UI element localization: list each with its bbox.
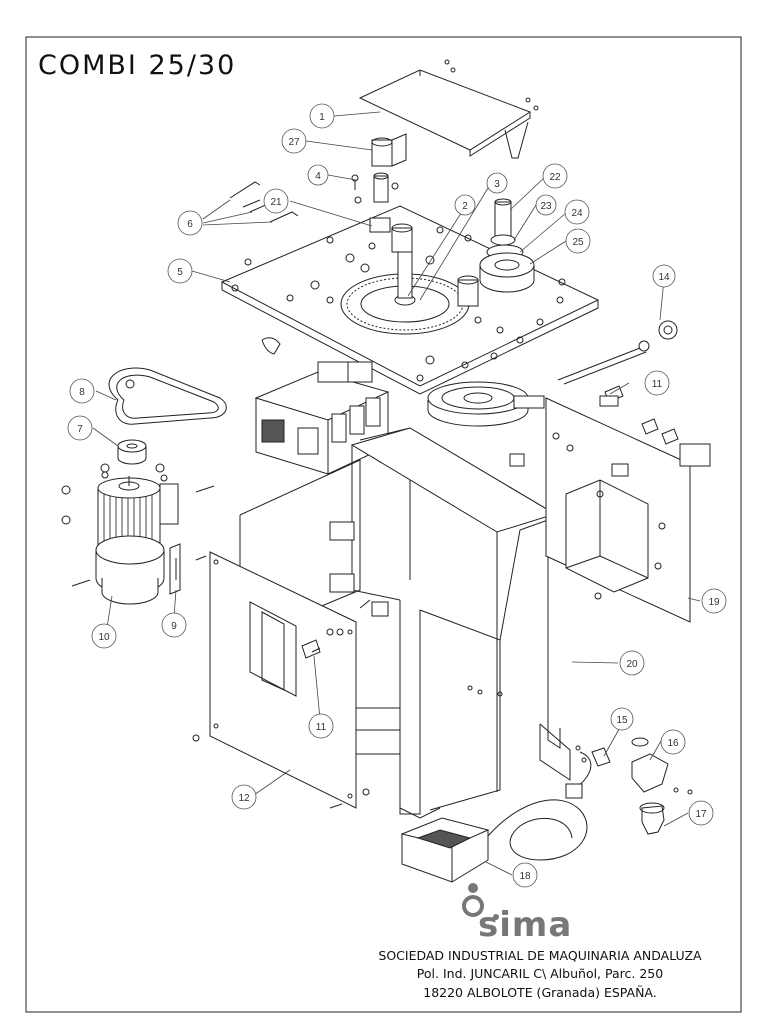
top-cover xyxy=(358,59,539,159)
part-label: 22 xyxy=(549,172,561,183)
switch-11-rear xyxy=(599,395,619,407)
pins-4 xyxy=(351,172,399,204)
callout-labels: 1 27 4 6 21 3 2 22 23 24 25 5 14 8 7 11 … xyxy=(77,112,720,882)
part-label: 17 xyxy=(695,809,707,820)
company-name: SOCIEDAD INDUSTRIAL DE MAQUINARIA ANDALU… xyxy=(378,948,702,963)
shaft-sleeves xyxy=(369,217,479,307)
part-label: 21 xyxy=(270,197,282,208)
callout-circles xyxy=(67,103,727,888)
part-label: 25 xyxy=(572,237,584,248)
part-label: 9 xyxy=(171,621,177,632)
part-label: 18 xyxy=(519,871,531,882)
page-border xyxy=(25,36,742,1013)
part-label: 15 xyxy=(616,715,628,726)
parts-15-16-17 xyxy=(575,737,693,835)
page-title: COMBI 25/30 xyxy=(38,50,237,81)
motor-bracket-9 xyxy=(169,543,181,595)
part-label: 16 xyxy=(667,738,679,749)
part-label: 8 xyxy=(79,387,85,398)
part-label: 4 xyxy=(315,171,321,182)
frame-20 xyxy=(239,427,571,819)
part-label: 2 xyxy=(462,201,468,212)
part-label: 11 xyxy=(652,379,663,390)
foot-pedal-18 xyxy=(400,751,592,883)
leader-lines xyxy=(92,111,701,876)
part-label: 11 xyxy=(316,722,327,733)
rear-panel-19 xyxy=(509,320,711,623)
part-label: 5 xyxy=(177,267,183,278)
motor-pulley-7 xyxy=(117,439,147,465)
part-label: 3 xyxy=(494,179,500,190)
part-label: 1 xyxy=(319,112,325,123)
company-address-line2: 18220 ALBOLOTE (Granada) ESPAÑA. xyxy=(423,985,657,1000)
pulley-stack xyxy=(479,198,566,293)
part-label: 6 xyxy=(187,219,193,230)
part-label: 27 xyxy=(288,137,300,148)
lower-pulley xyxy=(427,381,529,427)
part-label: 14 xyxy=(658,272,670,283)
sima-logo xyxy=(462,883,499,920)
company-address-line1: Pol. Ind. JUNCARIL C\ Albuñol, Parc. 250 xyxy=(416,966,664,981)
turntable xyxy=(340,244,470,335)
drawing-lines xyxy=(61,59,711,883)
part-label: 23 xyxy=(540,201,552,212)
part-label: 19 xyxy=(708,597,720,608)
part-label: 12 xyxy=(238,793,250,804)
part-label: 10 xyxy=(98,632,110,643)
switch-11-front xyxy=(301,639,321,659)
belt-8 xyxy=(108,367,227,425)
electrical-block xyxy=(254,337,390,475)
part-label: 20 xyxy=(626,659,638,670)
front-panel-12 xyxy=(192,551,370,809)
brand-wordmark: sima xyxy=(478,905,573,945)
part-label: 24 xyxy=(571,208,583,219)
motor-10 xyxy=(61,463,215,605)
bracket-27 xyxy=(371,133,407,167)
part-label: 7 xyxy=(77,424,83,435)
